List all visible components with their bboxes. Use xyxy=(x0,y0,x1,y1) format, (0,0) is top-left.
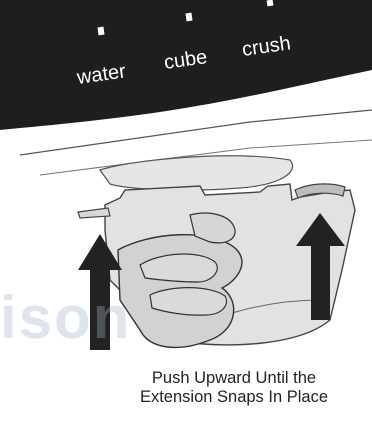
crush-indicator xyxy=(267,0,274,6)
caption-box: Push Upward Until the Extension Snaps In… xyxy=(103,363,365,413)
caption-line-1: Push Upward Until the xyxy=(152,369,316,388)
hand-finger-2 xyxy=(150,288,226,316)
cube-indicator xyxy=(185,13,192,22)
water-indicator xyxy=(97,27,104,36)
caption-line-2: Extension Snaps In Place xyxy=(140,388,328,407)
funnel xyxy=(100,156,293,190)
extension-tab-left xyxy=(78,208,110,218)
